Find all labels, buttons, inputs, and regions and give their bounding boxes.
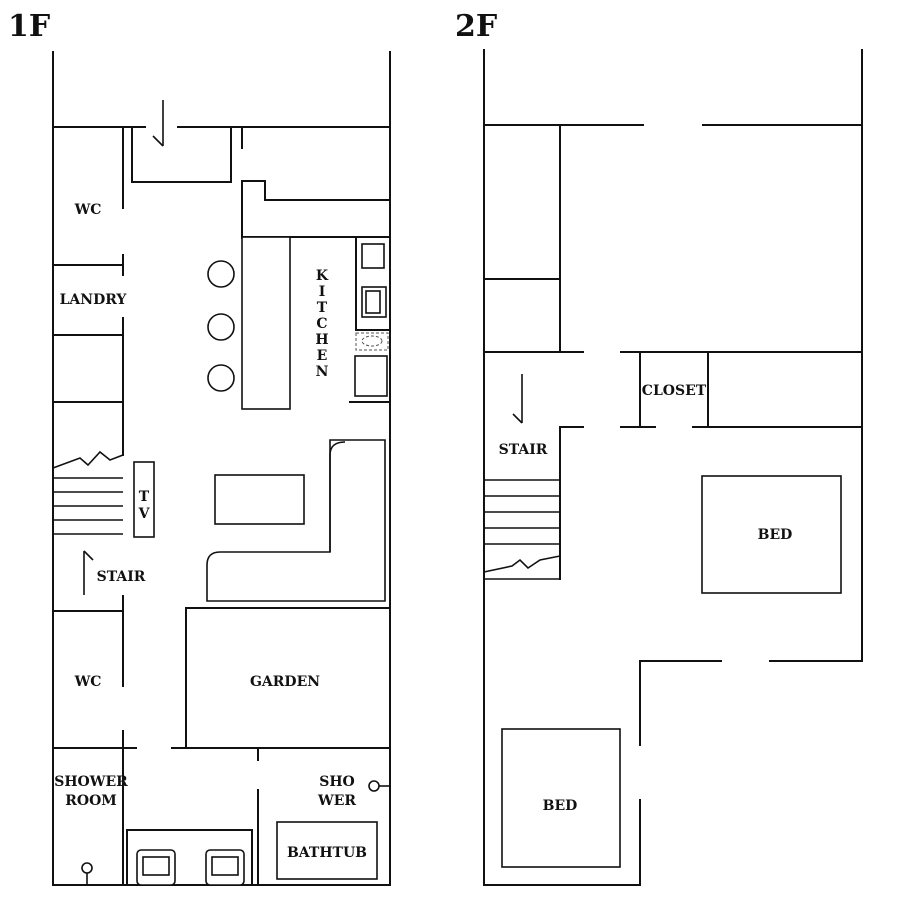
- svg-text:T: T: [139, 489, 150, 505]
- room-label-closet: CLOSET: [642, 383, 707, 399]
- upper-walls-2f: [483, 124, 863, 353]
- washbasin-right-bowl: [211, 856, 239, 876]
- svg-text:T: T: [317, 300, 328, 316]
- room-label-shower: SHO WER: [317, 774, 356, 809]
- sink-basin: [361, 335, 383, 347]
- shower-room-drain-icon: [81, 862, 93, 885]
- stair-1f: [52, 450, 124, 535]
- bed-upper: [701, 475, 842, 594]
- l-sofa: [206, 439, 386, 602]
- room-label-landry: LANDRY: [60, 292, 128, 308]
- sofa-seat-line: [329, 441, 346, 552]
- room-label-stair-1f: STAIR: [97, 569, 146, 585]
- kitchen-island: [241, 236, 291, 410]
- room-label-wc-bottom: WC: [74, 674, 102, 690]
- svg-text:K: K: [316, 268, 329, 284]
- stool-1: [207, 260, 235, 288]
- entrance-arrow-icon: [152, 100, 164, 147]
- stool-2: [207, 313, 235, 341]
- svg-text:C: C: [316, 316, 327, 332]
- room-label-bathtub: BATHTUB: [287, 845, 367, 861]
- bedroom-walls-2f: [639, 660, 863, 886]
- bed-upper-label: BED: [758, 527, 793, 543]
- stool-3: [207, 364, 235, 392]
- room-label-wc-top: WC: [74, 202, 102, 218]
- svg-text:SHOWER: SHOWER: [54, 774, 128, 790]
- bathtub: [276, 821, 378, 880]
- stair-down-arrow-icon: [512, 374, 523, 424]
- room-label-kitchen: K I T C H E N: [315, 268, 329, 380]
- stove-icon: [361, 243, 385, 269]
- room-label-stair-2f: STAIR: [499, 442, 548, 458]
- stair-up-arrow-icon: [83, 550, 94, 595]
- svg-text:ROOM: ROOM: [65, 793, 117, 809]
- coffee-table: [214, 474, 305, 525]
- svg-text:V: V: [138, 506, 151, 522]
- svg-text:SHO: SHO: [319, 774, 355, 790]
- plan-1f: WC LANDRY K I T C H E N T V STAIR WC GAR…: [52, 51, 391, 886]
- floor-title-1f: 1F: [8, 9, 50, 44]
- svg-text:E: E: [317, 348, 328, 364]
- tv-label: T V: [138, 489, 151, 522]
- shower-head-icon: [368, 780, 390, 792]
- bed-lower: [501, 728, 621, 868]
- floor-title-2f: 2F: [455, 9, 497, 44]
- bed-lower-label: BED: [543, 798, 578, 814]
- washbasin-left-bowl: [142, 856, 170, 876]
- tv-unit: [133, 461, 155, 538]
- svg-text:H: H: [315, 332, 328, 348]
- fridge-icon: [354, 355, 388, 397]
- svg-text:WER: WER: [317, 793, 356, 809]
- oven-door: [365, 290, 381, 314]
- sink-icon: [355, 332, 389, 351]
- svg-text:I: I: [319, 284, 326, 300]
- entrance-walls: [52, 126, 391, 239]
- room-label-garden: GARDEN: [250, 674, 320, 690]
- plan-2f: CLOSET STAIR BED BED: [483, 49, 863, 886]
- garden-walls: [185, 607, 391, 749]
- washbasin-counter: [126, 829, 253, 886]
- svg-text:N: N: [316, 364, 329, 380]
- left-room-partitions: [52, 254, 391, 886]
- room-label-shower-room: SHOWER ROOM: [54, 774, 128, 809]
- closet-walls: [559, 351, 863, 428]
- stair-2f: [483, 426, 561, 580]
- kitchen-counter: [349, 236, 391, 403]
